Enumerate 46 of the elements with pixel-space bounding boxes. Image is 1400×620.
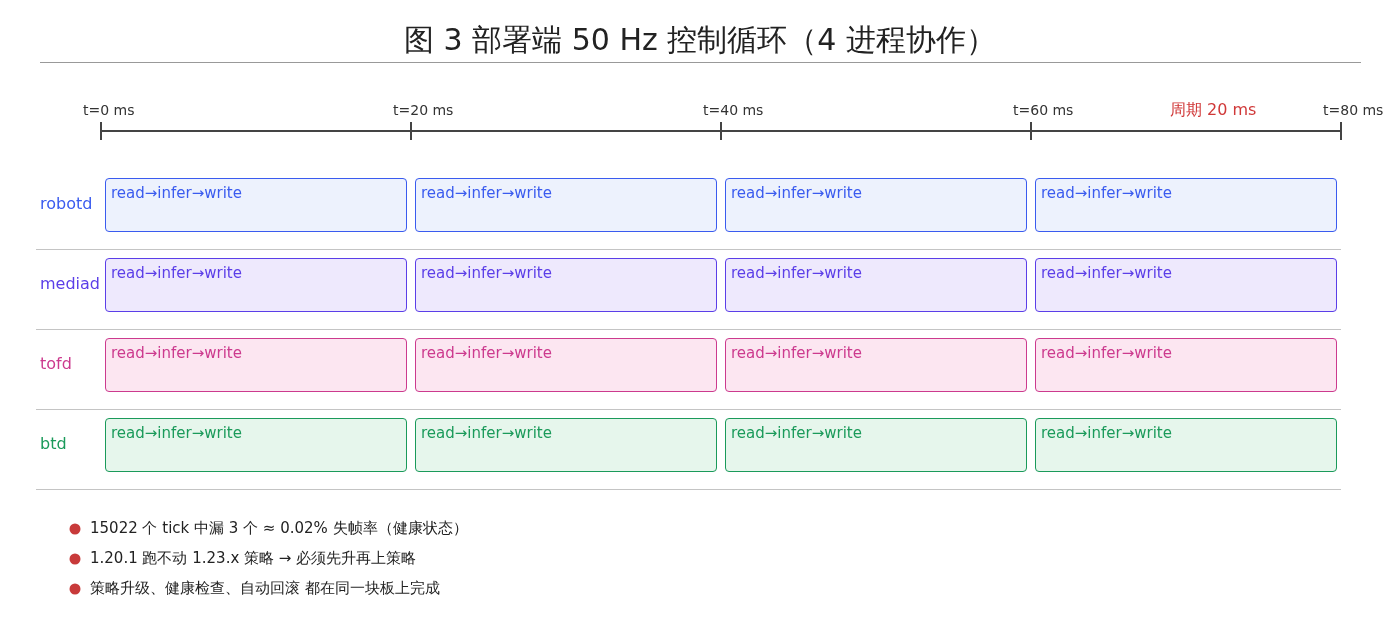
cycle-block [1035,418,1337,472]
note-text: 策略升级、健康检查、自动回滚 都在同一块板上完成 [90,579,440,598]
process-name: tofd [40,354,72,373]
tick-label: t=40 ms [703,102,764,118]
process-name: robotd [40,194,93,213]
cycle-steps: read→infer→write [1041,264,1172,282]
cycle-block [415,418,717,472]
cycle-block [725,178,1027,232]
cycle-steps: read→infer→write [421,184,552,202]
cycle-steps: read→infer→write [1041,344,1172,362]
cycle-steps: read→infer→write [111,344,242,362]
tick-label: t=60 ms [1013,102,1074,118]
cycle-steps: read→infer→write [731,264,862,282]
cycle-block [415,258,717,312]
note-text: 1.20.1 跑不动 1.23.x 策略 → 必须先升再上策略 [90,549,417,568]
cycle-steps: read→infer→write [421,264,552,282]
cycle-block [105,418,407,472]
cycle-block [105,338,407,392]
process-name: mediad [40,274,100,293]
diagram-title: 图 3 部署端 50 Hz 控制循环（4 进程协作） [403,21,997,59]
cycle-block [105,178,407,232]
process-name: btd [40,434,67,453]
note-text: 15022 个 tick 中漏 3 个 ≈ 0.02% 失帧率（健康状态） [90,519,468,538]
cycle-block [415,178,717,232]
cycle-steps: read→infer→write [731,424,862,442]
cycle-steps: read→infer→write [421,424,552,442]
cycle-steps: read→infer→write [111,184,242,202]
cycle-block [1035,258,1337,312]
cycle-steps: read→infer→write [1041,424,1172,442]
cycle-block [105,258,407,312]
period-label: 周期 20 ms [1170,100,1257,121]
cycle-steps: read→infer→write [1041,184,1172,202]
tick-label: t=80 ms [1323,102,1384,118]
cycle-block [725,258,1027,312]
cycle-steps: read→infer→write [111,424,242,442]
cycle-block [725,338,1027,392]
tick-label: t=20 ms [393,102,454,118]
cycle-block [1035,178,1337,232]
cycle-steps: read→infer→write [111,264,242,282]
cycle-steps: read→infer→write [731,344,862,362]
cycle-block [1035,338,1337,392]
cycle-steps: read→infer→write [421,344,552,362]
tick-label: t=0 ms [83,102,135,118]
cycle-block [725,418,1027,472]
cycle-steps: read→infer→write [731,184,862,202]
cycle-block [415,338,717,392]
